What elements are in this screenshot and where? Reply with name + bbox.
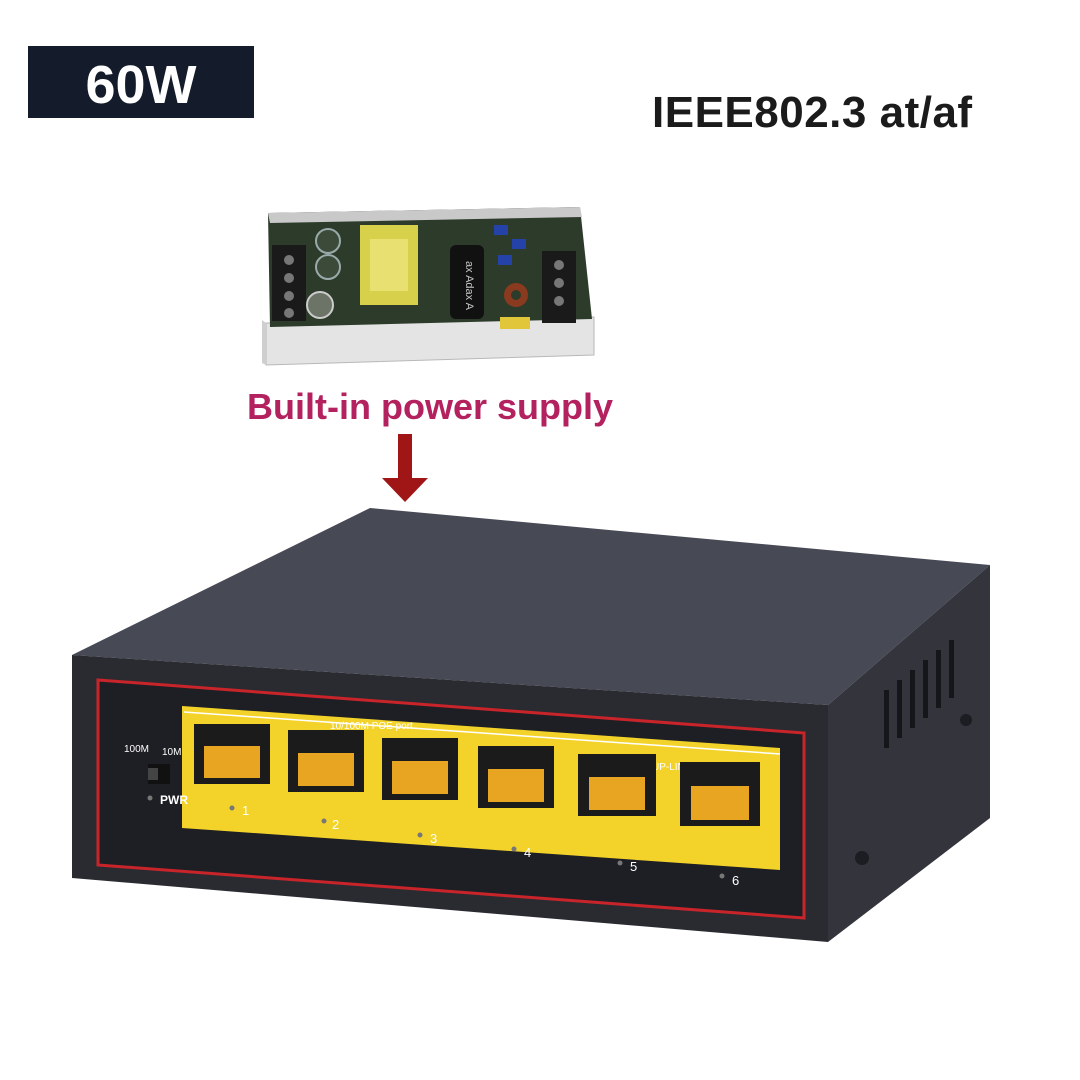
port-number-2: 2 [332, 817, 339, 832]
wattage-badge-text: 60W [85, 55, 197, 115]
power-supply-caption: Built-in power supply [247, 386, 613, 427]
uplink-label: UP-LINK [652, 762, 692, 773]
port-number-1: 1 [242, 803, 249, 818]
port-number-4: 4 [524, 845, 531, 860]
port-number-5: 5 [630, 859, 637, 874]
power-label: PWR [160, 793, 188, 807]
speed-label-100m: 100M [124, 744, 149, 755]
port-group-label: 10/100M POE port [330, 721, 413, 732]
wattage-badge: 60W [28, 46, 254, 118]
port-number-3: 3 [430, 831, 437, 846]
speed-label-10m: 10M [162, 747, 181, 758]
standard-label: IEEE802.3 at/af [652, 88, 973, 137]
power-supply-board-image: ax Adax A [262, 207, 595, 366]
port-number-6: 6 [732, 873, 739, 888]
down-arrow-icon [382, 434, 428, 502]
board-print: ax Adax A [463, 261, 475, 311]
